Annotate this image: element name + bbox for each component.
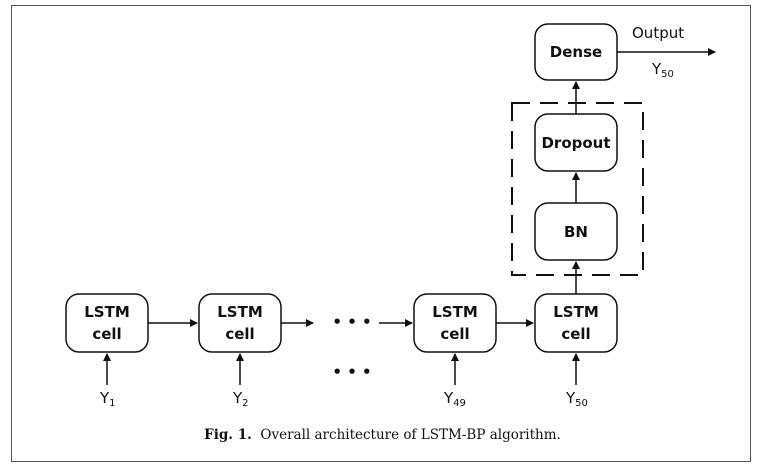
lstm-cell-1: LSTM cell: [65, 293, 149, 353]
input-y2: Y2: [232, 389, 249, 409]
ellipsis-horizontal: • • •: [332, 313, 371, 331]
input-y50: Y50: [565, 389, 588, 409]
caption-text: Overall architecture of LSTM-BP algorith…: [260, 427, 561, 443]
lstm-cell-1-line2: cell: [92, 325, 121, 343]
bn-node: BN: [534, 202, 618, 261]
caption-fig-number: Fig. 1.: [204, 427, 252, 443]
lstm-cell-1-line1: LSTM: [84, 303, 130, 321]
dense-label: Dense: [550, 43, 602, 61]
lstm-cell-50-line2: cell: [561, 325, 590, 343]
input-y49: Y49: [443, 389, 466, 409]
lstm-cell-2-line2: cell: [225, 325, 254, 343]
lstm-cell-49-line2: cell: [440, 325, 469, 343]
dense-node: Dense: [534, 23, 618, 81]
dropout-node: Dropout: [534, 113, 618, 172]
ellipsis-inputs: • • •: [332, 363, 371, 381]
bn-label: BN: [564, 223, 588, 241]
lstm-cell-49-line1: LSTM: [432, 303, 478, 321]
output-label: Output: [632, 24, 684, 42]
lstm-cell-2: LSTM cell: [198, 293, 282, 353]
lstm-cell-2-line1: LSTM: [217, 303, 263, 321]
input-y1: Y1: [99, 389, 116, 409]
figure-frame: [11, 5, 751, 462]
dropout-label: Dropout: [541, 134, 610, 152]
lstm-cell-50-line1: LSTM: [553, 303, 599, 321]
bn-dropout-group-box: [511, 102, 644, 276]
output-y50: Y50: [651, 60, 674, 80]
figure-caption: Fig. 1. Overall architecture of LSTM-BP …: [0, 427, 765, 443]
lstm-cell-50: LSTM cell: [534, 293, 618, 353]
lstm-cell-49: LSTM cell: [413, 293, 497, 353]
